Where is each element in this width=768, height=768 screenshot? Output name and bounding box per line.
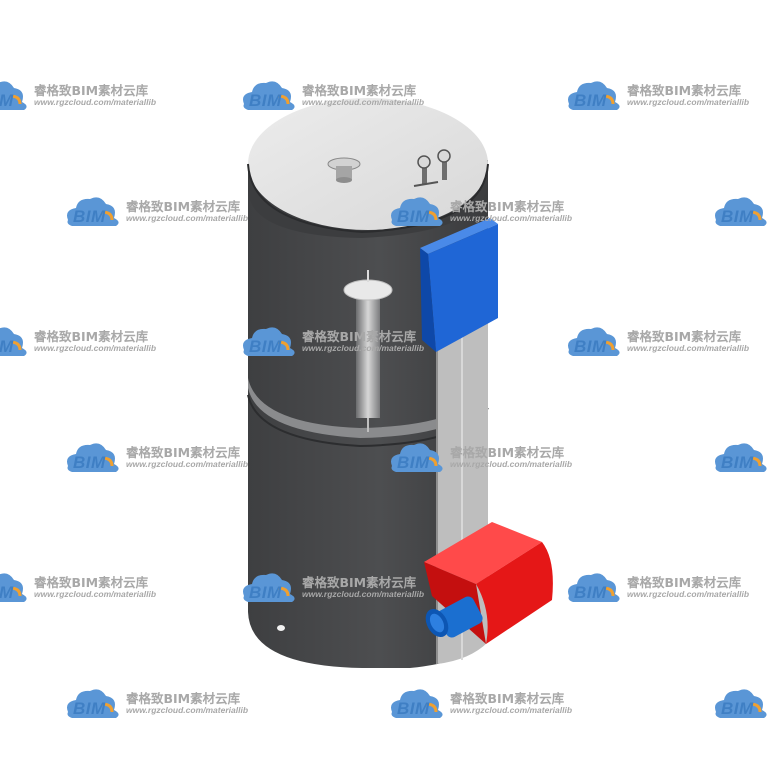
tank-lid xyxy=(247,98,489,238)
top-valves-icon xyxy=(413,149,451,187)
lid-top xyxy=(248,98,488,230)
outlet-pipe xyxy=(425,596,483,638)
control-box xyxy=(420,218,498,352)
tank-joint-band xyxy=(248,378,488,438)
drain-hole xyxy=(277,625,285,631)
anode-rod xyxy=(343,270,393,432)
